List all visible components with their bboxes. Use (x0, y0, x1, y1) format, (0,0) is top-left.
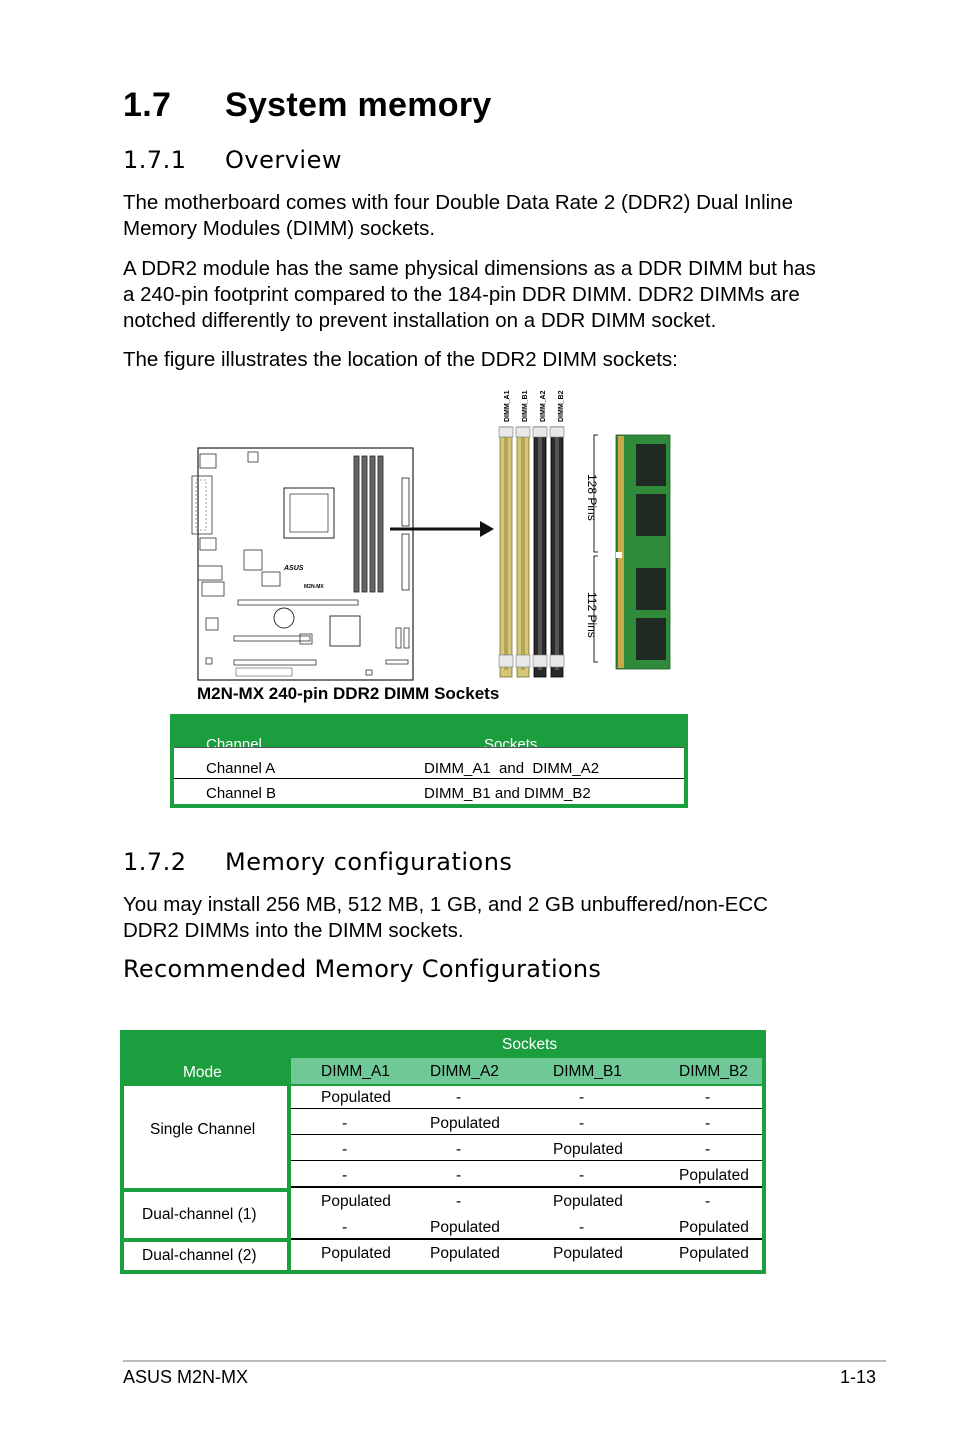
cfg-cell: - (342, 1115, 348, 1132)
overview-title: Overview (225, 146, 342, 174)
cfg-mode-dual2-label: Dual-channel (2) (142, 1247, 257, 1264)
cfg-cell: Populated (430, 1115, 500, 1132)
footer-rule (123, 1360, 886, 1362)
cfg-mode-cell-dual2: Dual-channel (2) (124, 1242, 287, 1270)
cfg-cell: - (456, 1089, 462, 1106)
pins-top-label: 128 Pins (585, 474, 599, 521)
section-title: 1.7 System memory (123, 86, 492, 125)
motherboard-diagram: ASUS M2N-MX (191, 447, 414, 681)
cfg-cell: Populated (430, 1245, 500, 1262)
cfg-group-divider (291, 1238, 762, 1240)
cfg-cell: Populated (321, 1089, 391, 1106)
overview-para-2: A DDR2 module has the same physical dime… (123, 257, 816, 332)
cfg-cell: - (456, 1141, 462, 1158)
memory-config-para: You may install 256 MB, 512 MB, 1 GB, an… (123, 893, 768, 942)
dimm-socket-figure: ASUS M2N-MX DIMM_A1 DIMM_B1 DIMM_A2 DIMM… (191, 390, 671, 681)
channel-row-divider (174, 778, 684, 779)
channel-table: Channel Sockets Channel A DIMM_A1 and DI… (170, 714, 688, 808)
cfg-row-divider (291, 1160, 762, 1161)
cfg-cell: - (579, 1115, 585, 1132)
cfg-mode-cell-dual1: Dual-channel (1) (124, 1192, 287, 1238)
cfg-cell: Populated (321, 1193, 391, 1210)
channel-header-rule (174, 747, 684, 748)
cfg-cell: Populated (553, 1193, 623, 1210)
cfg-cell: - (342, 1219, 348, 1236)
memory-config-heading: 1.7.2 Memory configurations (123, 848, 512, 876)
channel-table-header: Channel Sockets (174, 720, 684, 753)
cfg-cell: - (579, 1167, 585, 1184)
section-title-text: System memory (225, 86, 492, 124)
board-brand-logo: ASUS (283, 565, 304, 572)
cfg-col-dimm-a2: DIMM_A2 (430, 1063, 499, 1080)
channel-a-sockets: DIMM_A1 and DIMM_A2 (424, 760, 600, 777)
footer-page-number: 1-13 (840, 1367, 877, 1387)
cfg-cell: - (579, 1089, 585, 1106)
socket-label-a1: DIMM_A1 (504, 390, 511, 422)
footer-left: ASUS M2N-MX (123, 1367, 249, 1387)
cfg-cell: - (456, 1167, 462, 1184)
socket-label-b2: DIMM_B2 (558, 390, 565, 422)
cfg-socket-subheader: DIMM_A1 DIMM_A2 DIMM_B1 DIMM_B2 (291, 1058, 762, 1084)
section-number: 1.7 (123, 86, 172, 124)
cfg-col-dimm-b1: DIMM_B1 (553, 1063, 622, 1080)
overview-para-1: The motherboard comes with four Double D… (123, 191, 793, 240)
cfg-col-dimm-b2: DIMM_B2 (679, 1063, 748, 1080)
overview-para-3: The figure illustrates the location of t… (123, 348, 678, 371)
dimm-sockets-enlarged (498, 426, 565, 678)
cfg-cell: - (579, 1219, 585, 1236)
cfg-cell: - (456, 1193, 462, 1210)
cfg-cell: Populated (553, 1141, 623, 1158)
cfg-cell: Populated (679, 1167, 749, 1184)
cfg-cell: - (705, 1115, 711, 1132)
cfg-cell: - (705, 1193, 711, 1210)
cfg-mode-dual1-label: Dual-channel (1) (142, 1206, 257, 1223)
cfg-cell: Populated (430, 1219, 500, 1236)
channel-b-label: Channel B (206, 785, 277, 802)
socket-label-b1: DIMM_B1 (522, 390, 529, 422)
recommended-config-table: Sockets Mode DIMM_A1 DIMM_A2 DIMM_B1 DIM… (120, 1030, 766, 1274)
cfg-cell: Populated (679, 1245, 749, 1262)
cfg-col-dimm-a1: DIMM_A1 (321, 1063, 390, 1080)
cfg-cell: Populated (679, 1219, 749, 1236)
cfg-mode-cell-single: Single Channel (124, 1086, 287, 1188)
dimm-module-image (615, 434, 671, 670)
cfg-group-divider (291, 1186, 762, 1188)
channel-b-sockets: DIMM_B1 and DIMM_B2 (424, 785, 591, 802)
pins-bottom-label: 112 Pins (585, 592, 599, 638)
board-model-label: M2N-MX (304, 584, 324, 590)
memory-config-title: Memory configurations (225, 848, 513, 876)
cfg-row-divider (291, 1108, 762, 1109)
memory-config-number: 1.7.2 (123, 848, 187, 876)
channel-table-body: Channel A DIMM_A1 and DIMM_A2 Channel B … (174, 747, 684, 804)
pins-bottom-bracket (593, 555, 598, 663)
cfg-row-divider (291, 1134, 762, 1135)
cfg-mode-single-label: Single Channel (150, 1121, 256, 1138)
cfg-cell: - (342, 1141, 348, 1158)
cfg-cell: - (342, 1167, 348, 1184)
cfg-cell: - (705, 1089, 711, 1106)
figure-caption: M2N-MX 240-pin DDR2 DIMM Sockets (197, 684, 500, 703)
cfg-mode-header: Mode (183, 1064, 222, 1081)
cfg-data-area: Populated - - - - Populated - - - - Popu… (291, 1086, 762, 1270)
overview-number: 1.7.1 (123, 146, 187, 174)
channel-a-label: Channel A (206, 760, 276, 777)
cfg-cell: Populated (321, 1245, 391, 1262)
overview-heading: 1.7.1 Overview (123, 146, 342, 174)
cfg-sockets-header: Sockets (502, 1036, 558, 1053)
pointer-arrow-head (480, 521, 494, 537)
cfg-cell: - (705, 1141, 711, 1158)
socket-label-a2: DIMM_A2 (540, 390, 547, 422)
recommended-heading: Recommended Memory Configurations (123, 955, 602, 983)
pins-top-bracket (593, 434, 598, 553)
cfg-cell: Populated (553, 1245, 623, 1262)
